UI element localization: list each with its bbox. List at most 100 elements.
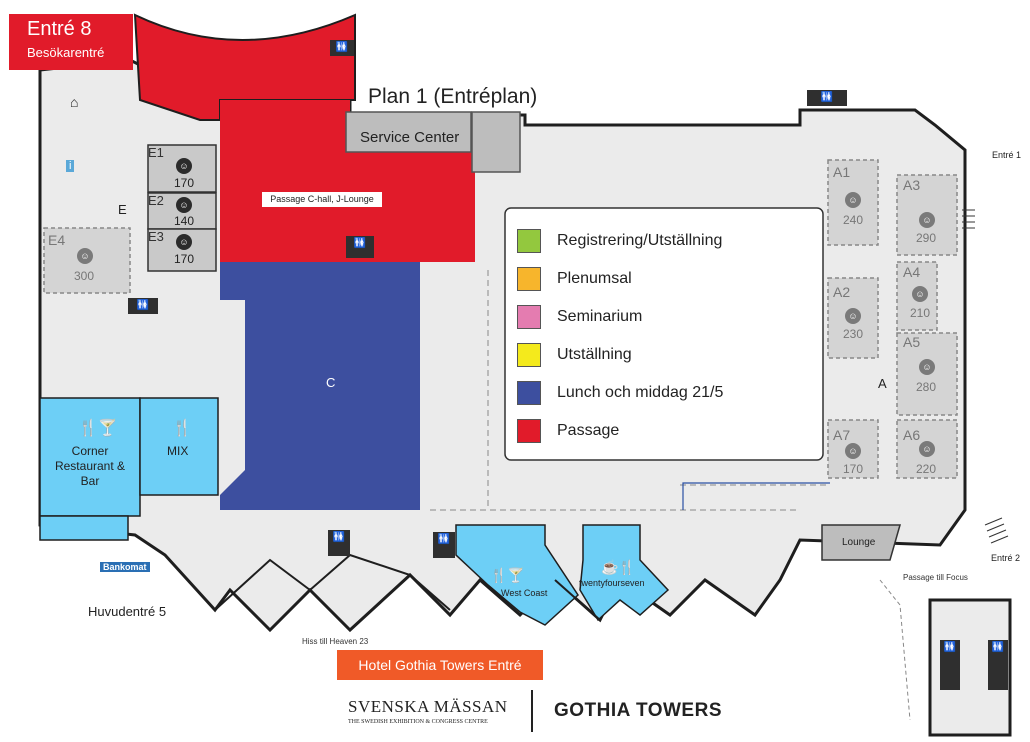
legend-swatch xyxy=(517,305,541,329)
room-e4-people-icon: ☺ xyxy=(77,248,93,264)
room-a1-capacity: 240 xyxy=(843,213,864,227)
entrance-8-subtitle: Besökarentré xyxy=(27,45,105,60)
room-e4-name: E4 xyxy=(48,232,66,248)
legend-label: Registrering/Utställning xyxy=(557,232,723,249)
hall-c xyxy=(220,262,420,510)
passage-label: Passage C-hall, J-Lounge xyxy=(262,192,382,207)
room-a7-name: A7 xyxy=(833,427,851,443)
service-center-block xyxy=(345,111,472,153)
room-e2-name: E2 xyxy=(148,193,164,208)
room-a1-people-icon: ☺ xyxy=(845,192,861,208)
legend-item-passage: Passage xyxy=(517,419,619,443)
mix-shape xyxy=(139,397,219,496)
legend-label: Seminarium xyxy=(557,308,643,325)
room-a2-name: A2 xyxy=(833,284,851,300)
huvudentre-label: Huvudentré 5 xyxy=(88,604,167,619)
blue-route xyxy=(682,482,830,510)
stairs-a3 xyxy=(962,209,975,229)
room-e3-name: E3 xyxy=(148,229,164,244)
room-e1-capacity: 170 xyxy=(174,176,195,190)
room-a5-people-icon: ☺ xyxy=(919,359,935,375)
map-title: Plan 1 (Entréplan) xyxy=(368,85,538,108)
corner-restaurant-icon: 🍴🍸 xyxy=(78,420,118,437)
wc-icon: 🚻 xyxy=(807,90,847,106)
room-a7-capacity: 170 xyxy=(843,462,864,476)
mix-icon: 🍴 xyxy=(172,420,192,437)
bankomat-badge: Bankomat xyxy=(100,562,150,572)
wc-icon: 🚻 xyxy=(433,532,455,558)
focus-dashed-route xyxy=(879,579,911,721)
hall-a-label: A xyxy=(878,376,887,391)
cloakroom-icon: ⌂ xyxy=(70,94,79,110)
entrance-8-badge[interactable]: Entré 8 Besökarentré xyxy=(9,14,133,70)
gothia-entrance-button[interactable]: Hotel Gothia Towers Entré xyxy=(337,650,543,680)
room-a5-name: A5 xyxy=(903,334,921,350)
corridor-zigzag xyxy=(214,553,781,621)
twentyfourseven-shape xyxy=(579,524,670,622)
legend-label: Utställning xyxy=(557,346,632,363)
service-center-annex xyxy=(471,111,521,173)
room-a1-name: A1 xyxy=(833,164,851,180)
twentyfourseven-icon: ☕🍴 xyxy=(601,559,636,575)
mix-label: MIX xyxy=(167,444,189,458)
lounge-label: Lounge xyxy=(842,537,876,548)
wc-icon: 🚻 xyxy=(988,640,1008,690)
legend-label: Plenumsal xyxy=(557,270,632,287)
legend-item-utstallning: Utställning xyxy=(517,343,632,367)
room-e2-capacity: 140 xyxy=(174,214,195,228)
twentyfourseven-label: twentyfourseven xyxy=(579,578,645,588)
svenska-massan-logo: SVENSKA MÄSSAN xyxy=(348,697,508,716)
legend-swatch xyxy=(517,343,541,367)
legend-label: Lunch och middag 21/5 xyxy=(557,384,724,401)
service-center-label: Service Center xyxy=(360,129,460,146)
corner-restaurant-shape xyxy=(39,397,141,517)
room-a4-name: A4 xyxy=(903,264,921,280)
svenska-massan-subtitle: THE SWEDISH EXHIBITION & CONGRESS CENTRE xyxy=(348,719,488,725)
room-e1-name: E1 xyxy=(148,145,164,160)
legend-swatch xyxy=(517,267,541,291)
entre-1-label: Entré 1 xyxy=(992,150,1022,160)
room-a7-people-icon: ☺ xyxy=(845,443,861,459)
room-e3-people-icon: ☺ xyxy=(176,234,192,250)
hiss-label: Hiss till Heaven 23 xyxy=(302,637,369,646)
legend-label: Passage xyxy=(557,422,620,439)
passage-focus-label: Passage till Focus xyxy=(903,573,968,582)
room-a4-people-icon: ☺ xyxy=(912,286,928,302)
room-e4-capacity: 300 xyxy=(74,269,95,283)
wc-icon: 🚻 xyxy=(328,530,350,556)
wc-icon: 🚻 xyxy=(330,40,354,56)
gothia-towers-logo: GOTHIA TOWERS xyxy=(554,700,722,721)
legend-item-lunch: Lunch och middag 21/5 xyxy=(517,381,723,405)
west-coast-icon: 🍴🍸 xyxy=(490,567,525,583)
entre-2-label: Entré 2 xyxy=(991,553,1021,563)
corner-lower-shape xyxy=(39,515,129,541)
stairs-entre-2 xyxy=(984,517,1009,544)
legend-swatch xyxy=(517,419,541,443)
room-a5-capacity: 280 xyxy=(916,380,937,394)
legend-item-plenumsal: Plenumsal xyxy=(517,267,632,291)
room-a2-capacity: 230 xyxy=(843,327,864,341)
room-e1-people-icon: ☺ xyxy=(176,158,192,174)
dashed-route xyxy=(430,270,830,511)
legend-swatch xyxy=(517,381,541,405)
room-e2-people-icon: ☺ xyxy=(176,197,192,213)
info-icon: i xyxy=(66,160,75,172)
wc-icon: 🚻 xyxy=(346,236,374,258)
hall-c-label: C xyxy=(326,375,336,390)
room-a6-name: A6 xyxy=(903,427,921,443)
room-e3-capacity: 170 xyxy=(174,252,195,266)
corner-restaurant-label: Corner Restaurant & Bar xyxy=(54,444,126,488)
focus-passage-area xyxy=(928,598,1012,737)
legend-box xyxy=(504,207,824,461)
room-a4-capacity: 210 xyxy=(910,306,931,320)
entrance-8-title: Entré 8 xyxy=(27,18,92,40)
room-a3-people-icon: ☺ xyxy=(919,212,935,228)
west-coast-label: West Coast xyxy=(501,588,548,598)
legend-item-registrering: Registrering/Utställning xyxy=(517,229,722,253)
room-a6-capacity: 220 xyxy=(916,462,937,476)
passage-c-hall xyxy=(220,100,475,262)
hall-e-label: E xyxy=(118,202,127,217)
room-a3-capacity: 290 xyxy=(916,231,937,245)
